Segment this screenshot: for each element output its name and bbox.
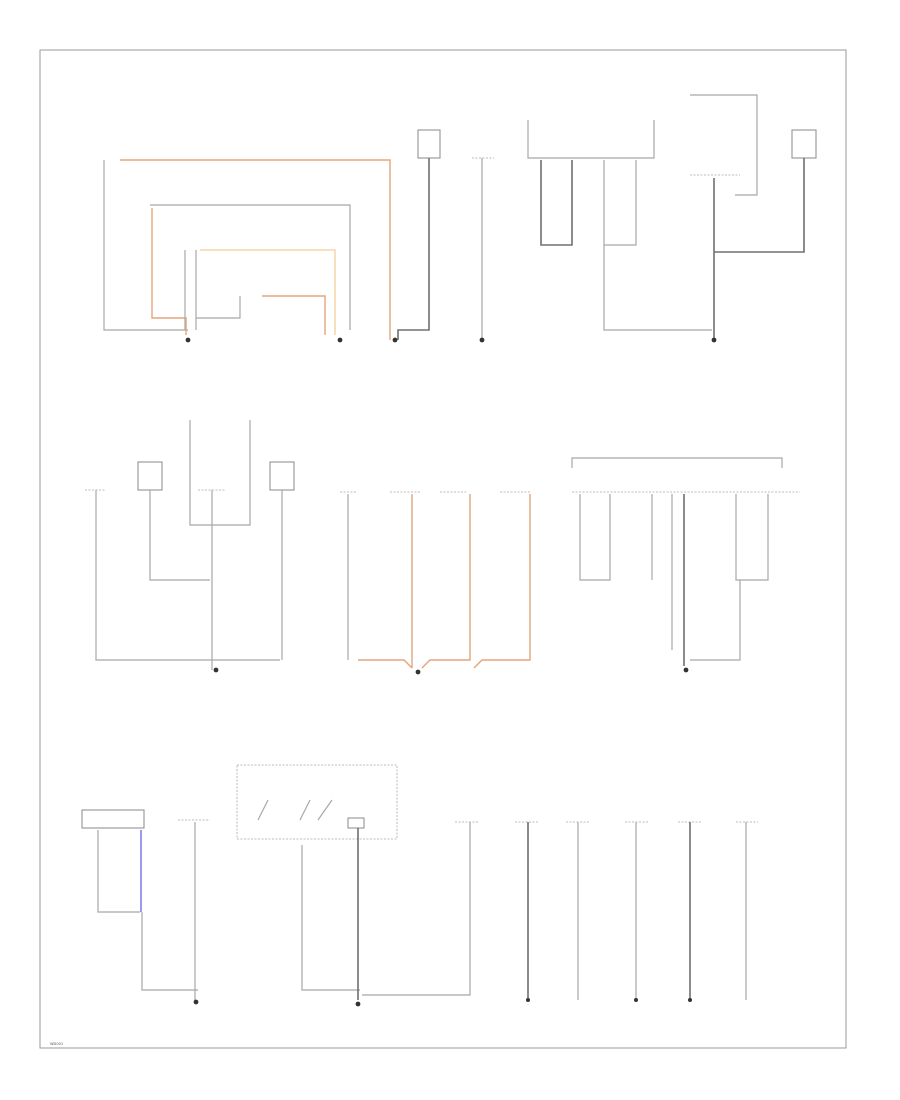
component-box: [137, 461, 163, 491]
component-box: [269, 461, 295, 491]
page-id-label: WD001: [50, 1042, 63, 1046]
ground-point: [688, 998, 692, 1002]
ground-point: [213, 667, 219, 673]
diagram-frame: [39, 49, 847, 1049]
ground-point: [355, 1001, 361, 1007]
component-group-box: [236, 764, 398, 840]
ground-point: [193, 999, 199, 1005]
ground-point: [392, 337, 398, 343]
bottom-left-circuit: [81, 764, 478, 1007]
middle-right-circuit: [571, 457, 800, 673]
top-left-circuit: [103, 129, 441, 343]
bottom-right-circuit: [515, 821, 758, 1002]
component-box: [791, 129, 817, 159]
component-box: [347, 817, 365, 829]
top-center-circuit: [472, 157, 494, 343]
middle-left-circuit: [85, 420, 295, 673]
ground-point: [526, 998, 530, 1002]
component-box: [417, 129, 441, 159]
ground-point: [415, 669, 421, 675]
ground-point: [683, 667, 689, 673]
component-box: [81, 809, 145, 829]
ground-point: [479, 337, 485, 343]
ground-point: [185, 337, 191, 343]
ground-point: [337, 337, 343, 343]
middle-center-circuit: [340, 491, 531, 675]
ground-point: [711, 337, 717, 343]
ground-point: [634, 998, 638, 1002]
top-right-circuit: [527, 94, 817, 343]
